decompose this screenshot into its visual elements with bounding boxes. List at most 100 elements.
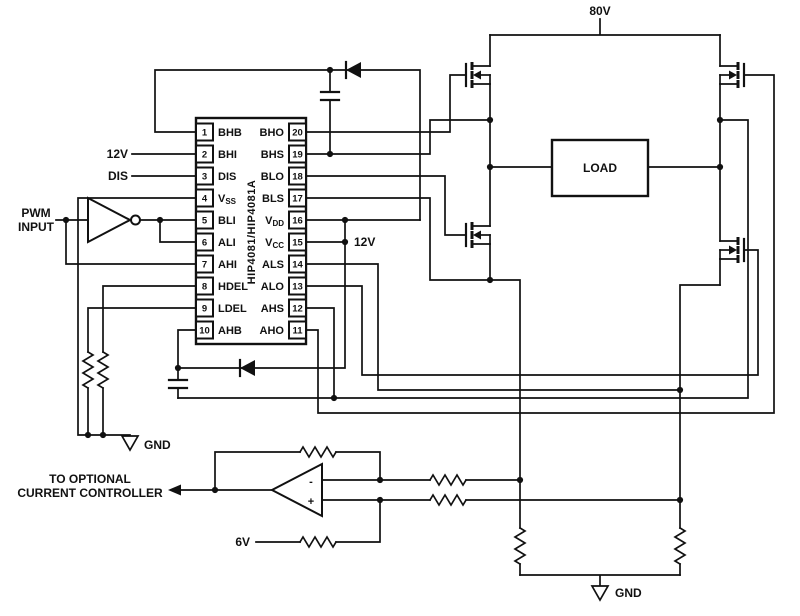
pin-label-vss: VSS — [218, 193, 237, 206]
pin-box-18 — [288, 166, 307, 186]
pin-box-7 — [195, 254, 214, 274]
junction-dot — [516, 476, 524, 484]
pin-box-2 — [195, 144, 214, 164]
pin-label-ahb: AHB — [218, 325, 242, 337]
junction-dot — [99, 431, 107, 439]
load-box — [550, 138, 650, 198]
pin-box-8 — [195, 276, 214, 296]
pin-number: 20 — [292, 128, 303, 139]
pin-label-bls: BLS — [262, 193, 284, 205]
free-labels: 80V 12V DIS PWM INPUT 12V GND GND TO OPT… — [17, 4, 642, 600]
junction-dot — [486, 276, 494, 284]
pin-number: 11 — [292, 326, 303, 337]
pin-label-vdd: VDD — [265, 215, 284, 228]
inverter-triangle — [87, 196, 133, 244]
pin-label-bhs: BHS — [261, 149, 284, 161]
junction-dot — [676, 386, 684, 394]
pin-number: 17 — [292, 194, 303, 205]
wire-blo — [305, 175, 467, 236]
wire-80v-rail — [489, 18, 721, 36]
wire-sense-right — [679, 284, 721, 529]
label-pwm-line1: PWM — [21, 206, 50, 220]
wire-bho — [305, 74, 467, 133]
junction-dot — [84, 431, 92, 439]
pin-number: 16 — [292, 216, 303, 227]
pin-number: 4 — [202, 194, 208, 205]
pin-number: 14 — [292, 260, 303, 271]
ic-part-number: HIP4081/HIP4081A — [246, 180, 258, 285]
junction-dot — [676, 496, 684, 504]
ic-outline — [194, 116, 308, 346]
wire-alo — [305, 249, 759, 376]
current-sense-opamp: - + — [168, 462, 323, 518]
pin-box-3 — [195, 166, 214, 186]
pin-number: 18 — [292, 172, 303, 183]
pin-box-5 — [195, 210, 214, 230]
pin-label-bho: BHO — [260, 127, 285, 139]
junction-dot — [326, 150, 334, 158]
pin-box-12 — [288, 298, 307, 318]
ic-hip4081: 1 2 3 4 5 6 7 8 9 10 20 19 18 17 16 15 1… — [194, 116, 308, 346]
label-gnd-left: GND — [144, 438, 171, 452]
wire-ahs-bus — [177, 119, 749, 399]
opamp-triangle — [269, 462, 323, 518]
junction-dot — [376, 496, 384, 504]
wire-ldel — [87, 307, 197, 353]
label-dis: DIS — [108, 169, 128, 183]
pin-label-bhi: BHI — [218, 149, 237, 161]
label-80v: 80V — [589, 4, 610, 18]
pin-box-4 — [195, 188, 214, 208]
load-block: LOAD — [550, 138, 650, 198]
pin-box-20 — [288, 122, 307, 142]
pin-number: 12 — [292, 304, 303, 315]
wire-aho — [305, 74, 775, 414]
junction-dot — [330, 394, 338, 402]
wire-bhs — [305, 119, 491, 155]
pin-number: 13 — [292, 282, 303, 293]
pin-box-19 — [288, 144, 307, 164]
junction-dot — [716, 163, 724, 171]
pin-label-alo: ALO — [261, 281, 285, 293]
junction-dot — [326, 66, 334, 74]
label-gnd-bottom: GND — [615, 586, 642, 600]
wire-hdel — [102, 285, 197, 353]
pin-box-1 — [195, 122, 214, 142]
wire-feedback — [214, 451, 381, 491]
pin-box-15 — [288, 232, 307, 252]
load-label: LOAD — [583, 161, 617, 175]
label-ctrl-line1: TO OPTIONAL — [49, 472, 131, 486]
junction-dot — [486, 163, 494, 171]
pin-number: 7 — [202, 260, 207, 271]
junction-dot — [376, 476, 384, 484]
pin-number: 9 — [202, 304, 207, 315]
wire-ahi — [65, 219, 197, 265]
pin-number: 5 — [202, 216, 208, 227]
output-arrow-icon — [168, 484, 181, 496]
label-6v: 6V — [235, 535, 250, 549]
pin-box-14 — [288, 254, 307, 274]
pin-box-6 — [195, 232, 214, 252]
pin-label-ahi: AHI — [218, 259, 237, 271]
opamp-plus-sign: + — [308, 496, 314, 508]
pin-box-9 — [195, 298, 214, 318]
junction-dot — [486, 116, 494, 124]
pin-label-blo: BLO — [261, 171, 285, 183]
wires — [55, 18, 775, 587]
inverter-bubble — [130, 214, 141, 226]
junction-dot — [341, 238, 349, 246]
pin-box-13 — [288, 276, 307, 296]
wire-bhb-bootstrap — [154, 69, 421, 221]
label-ctrl-line2: CURRENT CONTROLLER — [17, 486, 163, 500]
pin-number: 6 — [202, 238, 207, 249]
pin-box-17 — [288, 188, 307, 208]
junction-dot — [174, 364, 182, 372]
wire-sense-left — [489, 279, 521, 529]
wire-als — [305, 263, 681, 391]
pin-number: 15 — [292, 238, 303, 249]
junction-dot — [716, 116, 724, 124]
pwm-inverter — [87, 196, 141, 244]
pin-label-ali: ALI — [218, 237, 236, 249]
label-12v-left: 12V — [107, 147, 128, 161]
